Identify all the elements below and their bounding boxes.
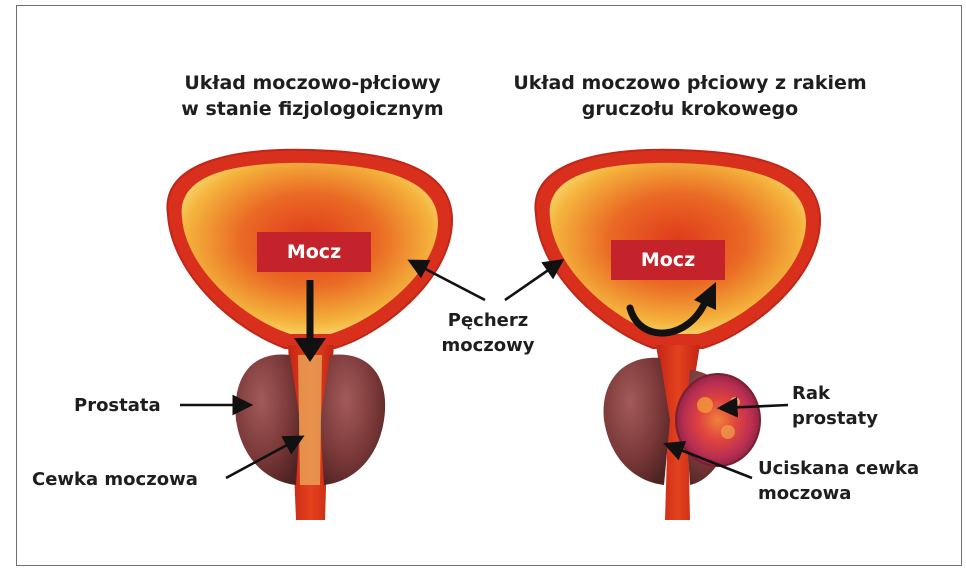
left-urine-label: Mocz [257,232,371,272]
cancer-label: Rak prostaty [792,381,878,431]
urethra-label: Cewka moczowa [32,467,198,492]
bladder-label-line1: Pęcherz [423,308,553,333]
cancer-label-line1: Rak [792,381,878,406]
left-title-line1: Układ moczowo-płciowy [135,70,490,96]
prostate-label: Prostata [74,393,161,418]
right-prostate-lobe-left [603,358,670,485]
right-title: Układ moczowo płciowy z rakiem gruczołu … [490,70,890,122]
bladder-label-line2: moczowy [423,333,553,358]
left-title-line2: w stanie fizjologoicznym [135,96,490,122]
right-title-line1: Układ moczowo płciowy z rakiem [490,70,890,96]
left-prostate-lobe-right [320,354,385,485]
compressed-label-line2: moczowa [758,481,919,506]
right-urine-label: Mocz [611,240,725,280]
compressed-label-line1: Uciskana cewka [758,456,919,481]
bladder-label: Pęcherz moczowy [423,308,553,358]
left-prostate-lobe-left [235,354,300,485]
right-title-line2: gruczołu krokowego [490,96,890,122]
cancer-label-line2: prostaty [792,406,878,431]
left-title: Układ moczowo-płciowy w stanie fizjologo… [135,70,490,122]
left-diagram [167,150,452,520]
compressed-urethra-label: Uciskana cewka moczowa [758,456,919,506]
